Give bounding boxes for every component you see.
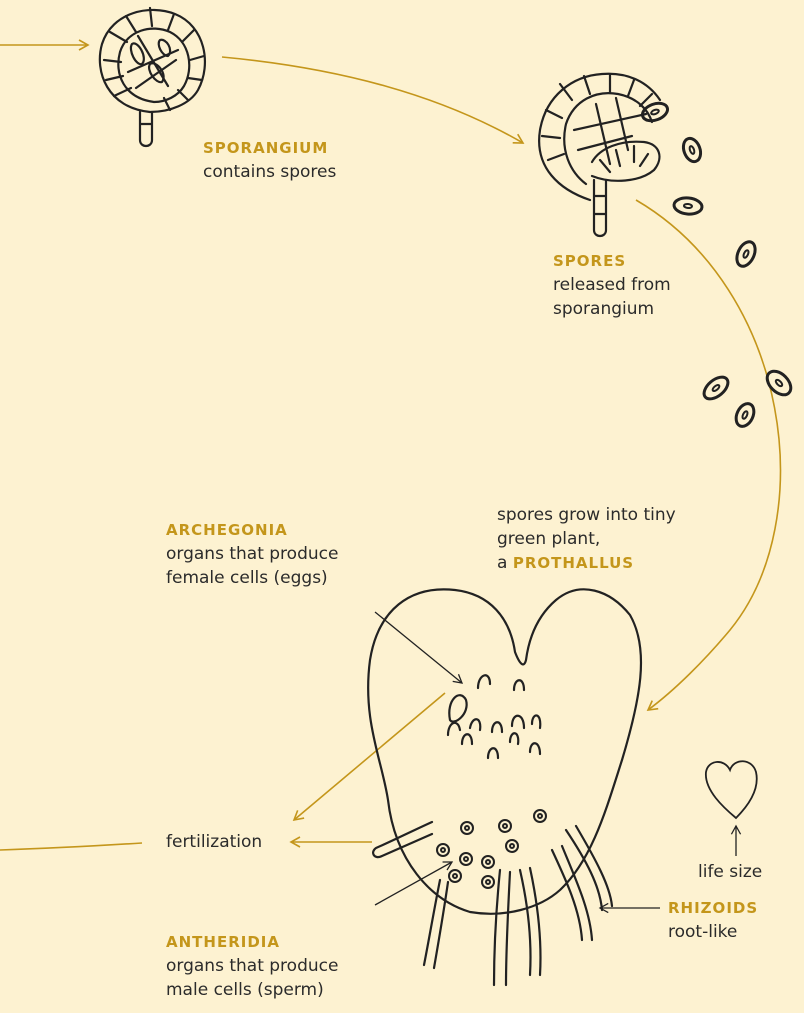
line-fertilization-out [0,843,142,850]
rhizoids-term: RHIZOIDS [668,896,758,920]
spores-label: SPORES released from sporangium [553,249,671,321]
heart-shape-icon [706,761,757,818]
spores-desc-line2: sporangium [553,297,671,321]
rhizoids-label: RHIZOIDS root-like [668,896,758,944]
archegonia-desc-line1: organs that produce [166,542,338,566]
rhizoids-desc: root-like [668,920,758,944]
prothallus-line2: green plant, [497,527,676,551]
spores-desc-line1: released from [553,273,671,297]
sporangium-desc: contains spores [203,160,336,184]
sporangium-term: SPORANGIUM [203,136,336,160]
archegonia-term: ARCHEGONIA [166,518,338,542]
antheridia-term: ANTHERIDIA [166,930,338,954]
antheridia-label: ANTHERIDIA organs that produce male cell… [166,930,338,1002]
antheridia-desc-line2: male cells (sperm) [166,978,338,1002]
life-size-label: life size [698,860,762,884]
sporangium-label: SPORANGIUM contains spores [203,136,336,184]
antheridia-desc-line1: organs that produce [166,954,338,978]
archegonia-label: ARCHEGONIA organs that produce female ce… [166,518,338,590]
open-sporangium-drawing [539,74,660,236]
prothallus-drawing [368,589,641,985]
prothallus-label: spores grow into tiny green plant, a PRO… [497,503,676,575]
sporangium-drawing [100,8,205,146]
spores-term: SPORES [553,249,671,273]
fertilization-label: fertilization [166,830,262,854]
prothallus-line3: a PROTHALLUS [497,551,676,575]
prothallus-term: PROTHALLUS [513,554,634,572]
arrow-sporangium-to-spores [222,57,523,143]
prothallus-line1: spores grow into tiny [497,503,676,527]
pointer-archegonia [375,612,462,683]
archegonia-desc-line2: female cells (eggs) [166,566,338,590]
prothallus-prefix: a [497,553,507,573]
